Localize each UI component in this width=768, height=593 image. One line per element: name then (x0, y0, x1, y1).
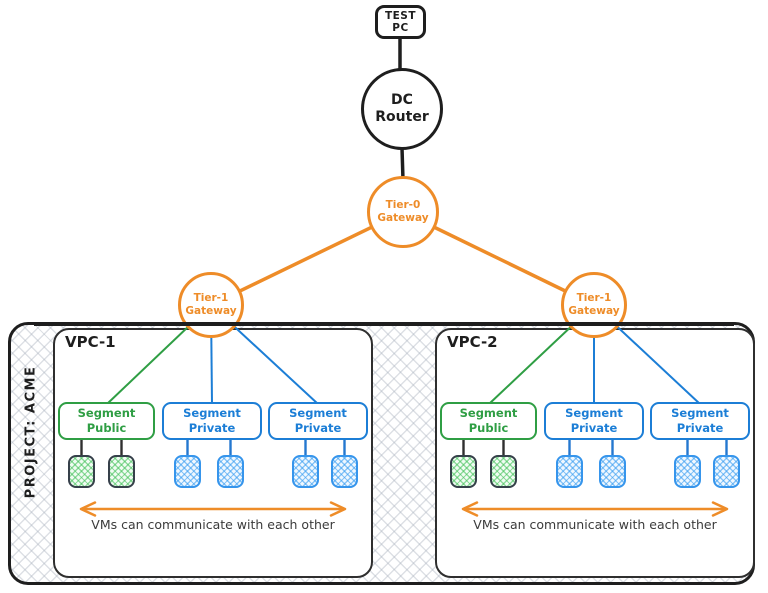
vpc-2-title: VPC-2 (447, 333, 498, 351)
tier0-gateway-label: Tier-0 Gateway (377, 199, 429, 224)
vpc1-private2-vm-2 (331, 455, 358, 488)
vpc1-segment-private-1: Segment Private (162, 402, 262, 440)
node-dc-router: DC Router (361, 68, 443, 150)
node-tier0-gateway: Tier-0 Gateway (367, 176, 439, 248)
vpc1-segment-public: Segment Public (58, 402, 155, 440)
vpc1-public-vm-2 (108, 455, 135, 488)
vpc1-public-vm-1 (68, 455, 95, 488)
segment-label: Segment Public (459, 406, 518, 435)
segment-label: Segment Public (77, 406, 136, 435)
segment-label: Segment Private (183, 406, 241, 435)
project-border-overlay (34, 322, 734, 326)
vpc2-private1-vm-1 (556, 455, 583, 488)
vpc1-segment-private-2: Segment Private (268, 402, 368, 440)
vpc2-private2-vm-1 (674, 455, 701, 488)
test-pc-label: TEST PC (384, 10, 417, 34)
vpc2-private1-vm-2 (599, 455, 626, 488)
vpc2-public-vm-2 (490, 455, 517, 488)
tier1-gateway-left-label: Tier-1 Gateway (185, 292, 237, 317)
vpc2-private2-vm-2 (713, 455, 740, 488)
dc-router-label: DC Router (375, 92, 429, 125)
tier1-gateway-right-label: Tier-1 Gateway (568, 292, 620, 317)
vpc1-private1-vm-2 (217, 455, 244, 488)
vpc-1-box: VPC-1 (53, 328, 373, 578)
vpc1-caption: VMs can communicate with each other (91, 517, 335, 532)
segment-label: Segment Private (289, 406, 347, 435)
vpc1-private2-vm-1 (292, 455, 319, 488)
vpc2-public-vm-1 (450, 455, 477, 488)
node-tier1-gateway-right: Tier-1 Gateway (561, 272, 627, 338)
segment-label: Segment Private (671, 406, 729, 435)
vpc-1-title: VPC-1 (65, 333, 116, 351)
vpc2-segment-private-1: Segment Private (544, 402, 644, 440)
vpc2-segment-private-2: Segment Private (650, 402, 750, 440)
edge-dcrouter-tier0 (400, 147, 405, 181)
vpc2-caption: VMs can communicate with each other (473, 517, 717, 532)
node-test-pc: TEST PC (375, 5, 426, 39)
segment-label: Segment Private (565, 406, 623, 435)
vm-communication-arrow-vpc2 (461, 501, 729, 517)
vpc1-private1-vm-1 (174, 455, 201, 488)
node-tier1-gateway-left: Tier-1 Gateway (178, 272, 244, 338)
vm-communication-arrow-vpc1 (79, 501, 347, 517)
vpc2-segment-public: Segment Public (440, 402, 537, 440)
